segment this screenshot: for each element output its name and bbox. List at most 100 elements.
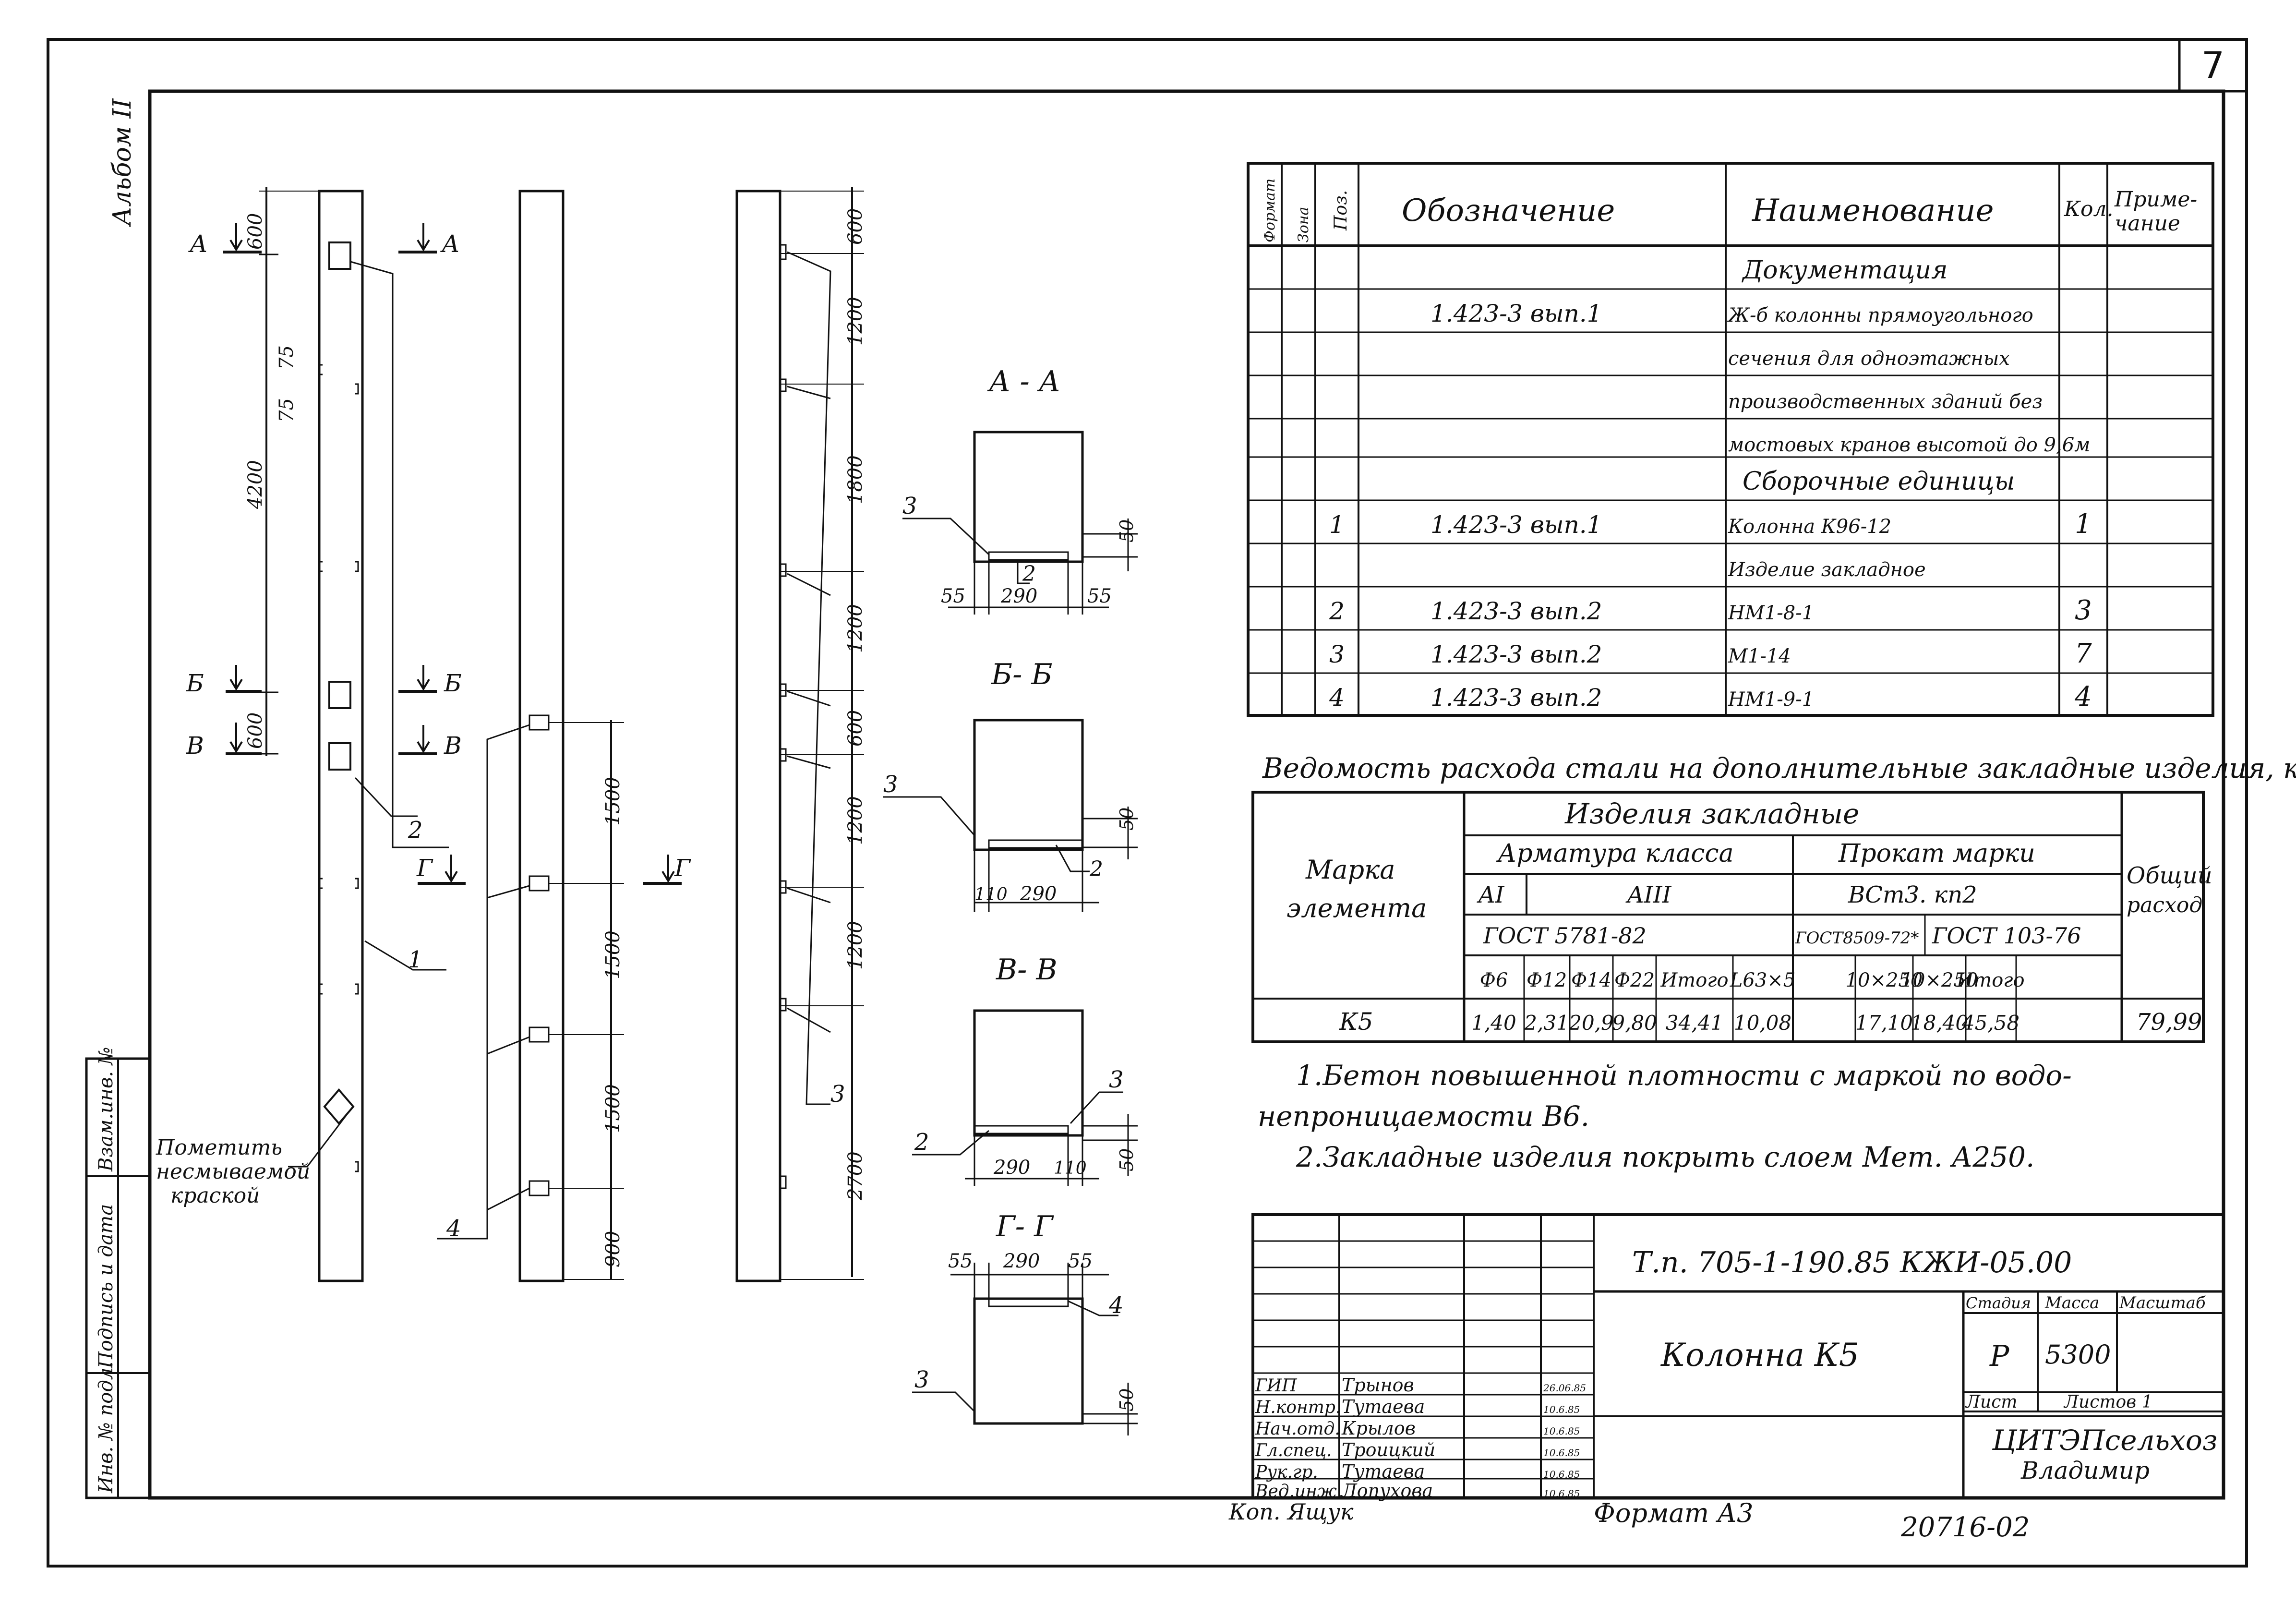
steel-size-cell: L63×5: [1730, 969, 1795, 991]
section-v-title: В- В: [996, 953, 1058, 987]
approval-name: Лопухова: [1341, 1480, 1433, 1501]
steel-mark-header-1: Марка: [1305, 855, 1395, 885]
spec-row-pos: 3: [1329, 640, 1345, 668]
section-v-callout-2: 2: [914, 1129, 929, 1156]
section-b-dim-50: 50: [1116, 808, 1137, 831]
spec-row-pos: 4: [1329, 684, 1345, 712]
spec-header-format: Формат: [1262, 179, 1278, 242]
steel-mark-header-2: элемента: [1286, 893, 1427, 923]
dim-mid-1500b: 1500: [602, 930, 624, 979]
dim-mid-900: 900: [602, 1231, 624, 1267]
steel-size-cell: Ф14: [1571, 969, 1611, 991]
drawing-frame: [148, 89, 2225, 1500]
approval-date: 10.6.85: [1543, 1469, 1580, 1480]
dim-side-1200c: 1200: [844, 796, 866, 845]
approval-name: Тутаева: [1342, 1396, 1425, 1417]
title-mass: 5300: [2045, 1339, 2111, 1370]
spec-row-name: сечения для одноэтажных: [1728, 348, 2010, 370]
spec-row-code: 1.423-3 вып.1: [1430, 511, 1602, 539]
stamp-repl-inv: Взам.инв. №: [95, 1047, 117, 1172]
column-front-view: 600 75 75 4200 600 А А Б Б В В Г Г 2 1: [156, 187, 691, 1282]
steel-grade: ВСт3. кп2: [1848, 881, 1977, 908]
section-a-dim-55a: 55: [941, 585, 965, 607]
column-side-view: 600 1200 1800 1200 600 1200 1200 2700 3: [735, 187, 866, 1282]
spec-header-note-2: чание: [2115, 211, 2180, 236]
left-stamp: Взам.инв. № Подпись и дата Инв. № подл.: [85, 1047, 151, 1499]
section-g-dim-55b: 55: [1068, 1250, 1093, 1272]
spec-row-code: 1.423-3 вып.2: [1430, 597, 1602, 625]
steel-size-cell: Ф12: [1527, 969, 1567, 991]
approval-date: 10.6.85: [1543, 1447, 1580, 1459]
dim-mid-1500c: 1500: [602, 1084, 624, 1133]
steel-total-header-1: Общий: [2127, 862, 2212, 889]
steel-value-cell: 2,31: [1524, 1011, 1569, 1035]
section-v-dim-50: 50: [1116, 1148, 1137, 1171]
spec-row-code: 1.423-3 вып.2: [1430, 640, 1602, 668]
spec-header-pos: Поз.: [1331, 190, 1351, 231]
steel-group-header: Изделия закладные: [1564, 797, 1859, 830]
copied-by: Коп. Ящук: [1228, 1499, 1354, 1525]
stamp-sign-date: Подпись и дата: [95, 1204, 117, 1369]
approval-role: Вед.инж.: [1255, 1482, 1342, 1501]
steel-value-cell: 10,08: [1734, 1011, 1791, 1035]
callout-3-side: 3: [830, 1081, 845, 1108]
mark-g-left: Г: [416, 854, 433, 882]
column-middle-view: 1500 1500 1500 900 4: [437, 190, 624, 1282]
spec-row-code: 1.423-3 вып.2: [1430, 684, 1602, 712]
mark-g-right: Г: [674, 854, 691, 882]
mark-a-right: А: [440, 230, 460, 258]
approval-role: Н.контр.: [1255, 1398, 1341, 1417]
title-name: Колонна К5: [1660, 1337, 1859, 1374]
spec-row-name: Колонна К96-12: [1728, 516, 1891, 538]
spec-row-pos: 1: [1329, 511, 1345, 539]
format-note: Формат А3: [1594, 1498, 1754, 1528]
section-v-callout-3: 3: [1109, 1066, 1124, 1093]
approval-name: Тутаева: [1342, 1461, 1425, 1482]
title-stage-label: Стадия: [1966, 1294, 2031, 1312]
note-line-1: 1.Бетон повышенной плотности с маркой по…: [1296, 1059, 2072, 1092]
section-b-callout-2: 2: [1089, 857, 1103, 881]
dim-front-4200: 4200: [244, 460, 266, 509]
steel-table: Ведомость расхода стали на дополнительны…: [1251, 752, 2296, 1043]
callout-2-front: 2: [408, 817, 423, 844]
steel-class-ai: AI: [1477, 881, 1505, 908]
dim-side-600a: 600: [844, 208, 866, 245]
dim-side-600b: 600: [844, 710, 866, 747]
steel-size-cell: 10×250: [1846, 969, 1923, 991]
album-label: Альбом II: [108, 98, 137, 228]
approval-name: Троицкий: [1342, 1439, 1435, 1460]
steel-value-cell: 9,80: [1612, 1011, 1657, 1035]
dim-side-1200d: 1200: [844, 921, 866, 970]
section-a-dim-50: 50: [1116, 519, 1137, 543]
steel-table-title: Ведомость расхода стали на дополнительны…: [1262, 752, 2296, 784]
section-b-callout-3: 3: [883, 771, 898, 798]
dim-front-600b: 600: [244, 712, 266, 749]
steel-rebar-header: Арматура класса: [1496, 839, 1734, 868]
mark-a-left: А: [188, 230, 208, 258]
mark-note-1: Пометить: [156, 1135, 282, 1160]
title-scale-label: Масштаб: [2119, 1293, 2206, 1313]
notes: 1.Бетон повышенной плотности с маркой по…: [1258, 1059, 2072, 1173]
spec-row-name: НМ1-9-1: [1728, 688, 1814, 711]
specification-table: Формат Зона Поз. Обозначение Наименовани…: [1247, 162, 2214, 717]
section-g-callout-4: 4: [1108, 1292, 1124, 1319]
approval-date: 10.6.85: [1543, 1425, 1580, 1437]
steel-row-total: 79,99: [2136, 1009, 2202, 1036]
section-a-callout-2: 2: [1022, 562, 1036, 586]
spec-header-note: Приме-: [2114, 187, 2197, 212]
note-line-2: непроницаемости В6.: [1258, 1100, 1589, 1133]
callout-4-mid: 4: [446, 1215, 461, 1242]
title-org-2: Владимир: [2020, 1457, 2150, 1484]
section-g-callout-3: 3: [914, 1366, 929, 1393]
stamp-inv-orig: Инв. № подл.: [95, 1362, 117, 1494]
spec-row-name: НМ1-8-1: [1728, 602, 1814, 624]
title-org-1: ЦИТЭПсельхоз: [1992, 1424, 2217, 1457]
section-a-callout-3: 3: [902, 493, 917, 519]
steel-size-cell: Итого: [1956, 969, 2024, 991]
mark-b-left: Б: [186, 669, 204, 697]
mark-note-2: несмываемой: [156, 1159, 310, 1184]
